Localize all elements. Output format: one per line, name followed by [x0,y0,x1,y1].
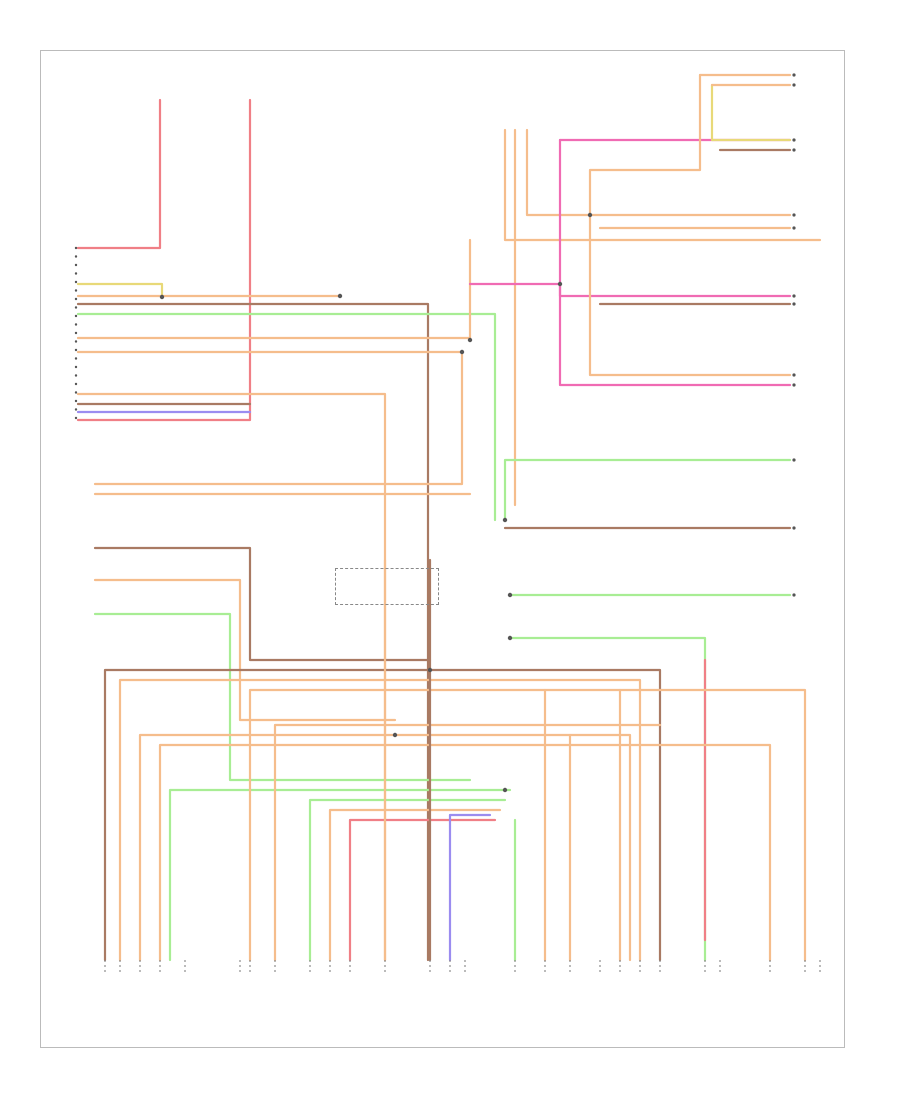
cluster-pin [74,289,78,292]
cluster-pin [74,382,78,386]
bus-7 [273,723,662,962]
connector-pin [792,73,796,77]
wire-cl-3 [525,128,792,217]
cluster-pin [74,280,78,284]
junction-dot [459,349,465,355]
wire-pink-b [468,282,792,298]
cluster-pin [74,297,78,301]
connector-pin [792,294,796,298]
junction-dot [392,732,398,738]
connector-pin [792,383,796,387]
cluster-pin [74,416,78,420]
junction-dot [467,337,473,343]
wire-fuse-right [76,98,252,422]
cluster-pin [74,272,78,275]
wire-lh-1 [76,282,164,299]
cluster-pin [74,365,78,369]
cluster-pin [74,306,78,309]
junction-dot [587,212,593,218]
wire-ds-3 [710,83,792,142]
connector-pin [792,83,796,87]
wire-cl-4 [558,138,792,387]
wire-steer-1 [93,546,432,662]
junction-dot [507,592,513,598]
junction-dot [507,635,513,641]
bus-8 [308,798,507,962]
bus-9 [328,808,502,962]
cluster-pin [74,331,78,335]
connector-pin [792,373,796,377]
connector-pin [792,302,796,306]
junction-dot [427,667,433,673]
connector-pin [792,213,796,217]
bus-6 [248,688,807,962]
cluster-pin [74,314,78,318]
cluster-pin [74,374,78,377]
connector-pin [792,526,796,530]
connector-pin [792,138,796,142]
junction-dot [502,517,508,523]
diagram-frame [40,50,845,1048]
wire-ds-2 [588,73,792,377]
junction-dot [557,281,563,287]
bus-5 [168,788,512,962]
junction-dot [502,787,508,793]
cluster-pin [74,263,78,267]
wire-cl-1 [503,128,822,242]
cluster-pin [74,391,78,394]
connector-pin [792,458,796,462]
connector-pin [792,593,796,597]
wire-steer-2 [93,578,397,722]
wire-steer-3 [93,612,472,782]
junction-dot [159,294,165,300]
cluster-pin [74,357,78,360]
wire-radio-1 [93,350,464,486]
cluster-pin [74,408,78,411]
wire-lh-3 [76,302,430,962]
junction-dot [337,293,343,299]
wire-fuse-left [76,98,162,250]
connector-pin [792,226,796,230]
bus-11 [448,813,492,962]
bus-10 [348,818,497,962]
cluster-pin [74,323,78,326]
cluster-pin [74,399,78,403]
cluster-pin [74,255,78,258]
wire-park [503,458,792,522]
center-junction-box [335,568,439,605]
wire-lh-4 [76,312,497,522]
cluster-pin [74,340,78,343]
cluster-pin [74,348,78,352]
connector-pin [792,148,796,152]
cluster-pin [74,246,78,250]
